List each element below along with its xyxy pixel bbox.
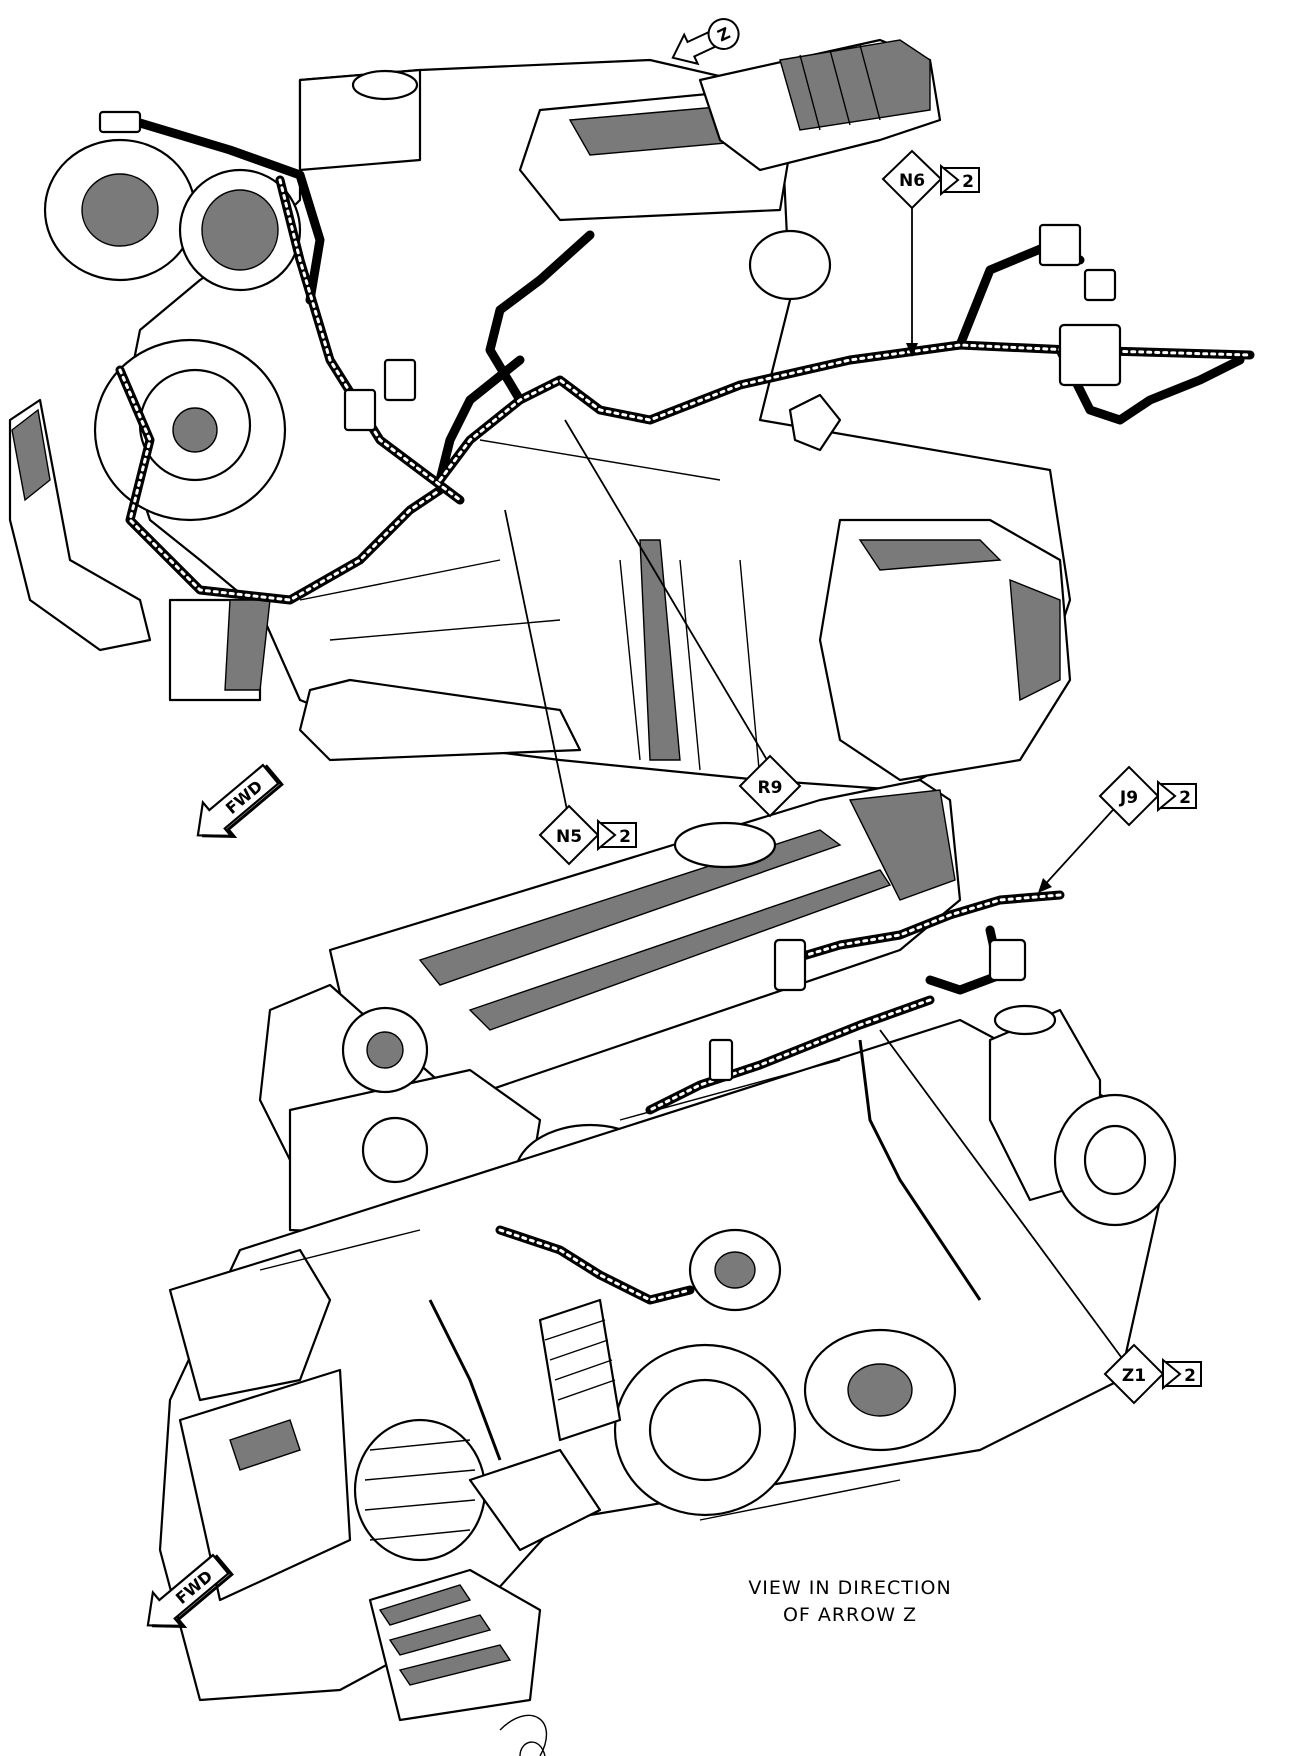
caption-line-2: OF ARROW Z <box>782 1604 918 1626</box>
arrow-z-view: Z <box>671 18 740 66</box>
top-wiring-harness <box>98 110 1255 605</box>
callout-z1-num: 2 <box>1184 1366 1196 1386</box>
callout-z1: Z1 2 <box>1103 1343 1202 1405</box>
leader-z1 <box>879 1029 1128 1366</box>
bottom-wiring-harness <box>428 890 1065 1461</box>
bottom-engine-illustration <box>158 778 1177 1756</box>
callout-z1-code: Z1 <box>1122 1366 1146 1386</box>
callout-j9-code: J9 <box>1119 788 1138 808</box>
view-caption: VIEW IN DIRECTION OF ARROW Z <box>700 1575 1000 1629</box>
callout-j9-num: 2 <box>1179 788 1191 808</box>
leader-j9 <box>1039 799 1123 891</box>
callout-n6: N6 2 <box>881 149 980 210</box>
callout-r9-code: R9 <box>758 778 783 798</box>
leader-r9 <box>564 419 768 761</box>
callout-n6-code: N6 <box>899 171 925 191</box>
fwd-arrow-bottom: FWD <box>146 1553 234 1628</box>
callout-n5-code: N5 <box>556 827 582 847</box>
fwd-arrow-top: FWD <box>196 763 284 838</box>
leader-lines <box>504 205 1128 1366</box>
callout-j9: J9 2 <box>1098 765 1197 827</box>
leader-n5 <box>504 509 568 811</box>
callout-n5: N5 2 <box>538 804 637 866</box>
caption-line-1: VIEW IN DIRECTION <box>748 1577 952 1599</box>
callout-n6-num: 2 <box>962 172 974 192</box>
callout-n5-num: 2 <box>619 827 631 847</box>
callout-r9: R9 <box>738 754 802 818</box>
